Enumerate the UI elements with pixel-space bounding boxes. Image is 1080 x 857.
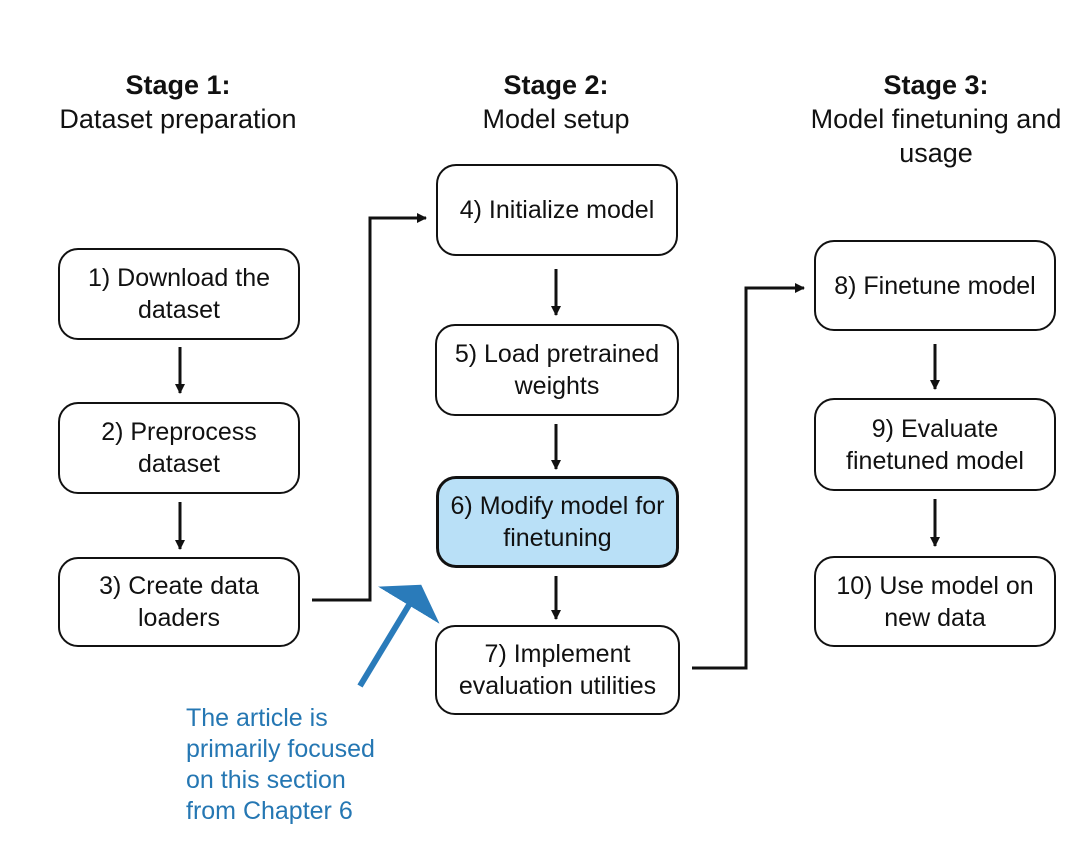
stage-1-heading: Stage 1: Dataset preparation [28, 68, 328, 136]
step-6-modify-model-for-finetuning: 6) Modify model for finetuning [436, 476, 679, 568]
step-1-label: 1) Download the dataset [87, 264, 271, 324]
annotation-note: The article is primarily focused on this… [186, 703, 375, 827]
step-5-load-pretrained-weights: 5) Load pretrained weights [435, 324, 679, 416]
stage-3-subtitle: Model finetuning and usage [810, 104, 1062, 168]
step-6-label: 6) Modify model for finetuning [450, 492, 665, 552]
step-1-download-dataset: 1) Download the dataset [58, 248, 300, 340]
step-9-evaluate-finetuned-model: 9) Evaluate finetuned model [814, 398, 1056, 491]
stage-3-title: Stage 3: [883, 70, 989, 100]
stage-2-subtitle: Model setup [482, 104, 630, 134]
arrow-7-to-8 [692, 283, 805, 670]
step-8-finetune-model: 8) Finetune model [814, 240, 1056, 331]
step-3-label: 3) Create data loaders [99, 572, 259, 632]
step-4-initialize-model: 4) Initialize model [436, 164, 678, 256]
annotation-line-3: on this section [186, 766, 346, 794]
step-7-implement-evaluation-utilities: 7) Implement evaluation utilities [435, 625, 680, 715]
stage-3-heading: Stage 3: Model finetuning and usage [806, 68, 1066, 170]
annotation-line-2: primarily focused [186, 735, 375, 763]
step-7-label: 7) Implement evaluation utilities [458, 640, 657, 700]
stage-1-title: Stage 1: [125, 70, 231, 100]
step-10-use-model-on-new-data: 10) Use model on new data [814, 556, 1056, 647]
step-5-label: 5) Load pretrained weights [454, 340, 660, 400]
step-4-label: 4) Initialize model [459, 196, 655, 224]
step-8-label: 8) Finetune model [834, 271, 1036, 300]
annotation-line-4: from Chapter 6 [186, 797, 353, 825]
step-3-create-data-loaders: 3) Create data loaders [58, 557, 300, 647]
stage-2-heading: Stage 2: Model setup [426, 68, 686, 136]
arrow-3-to-4 [312, 213, 427, 602]
stage-2-title: Stage 2: [503, 70, 609, 100]
annotation-arrow [357, 584, 440, 688]
step-2-preprocess-dataset: 2) Preprocess dataset [58, 402, 300, 494]
stage-1-subtitle: Dataset preparation [59, 104, 297, 134]
step-9-label: 9) Evaluate finetuned model [846, 414, 1024, 475]
step-2-label: 2) Preprocess dataset [101, 418, 257, 478]
annotation-line-1: The article is [186, 704, 328, 732]
step-10-label: 10) Use model on new data [836, 571, 1034, 632]
